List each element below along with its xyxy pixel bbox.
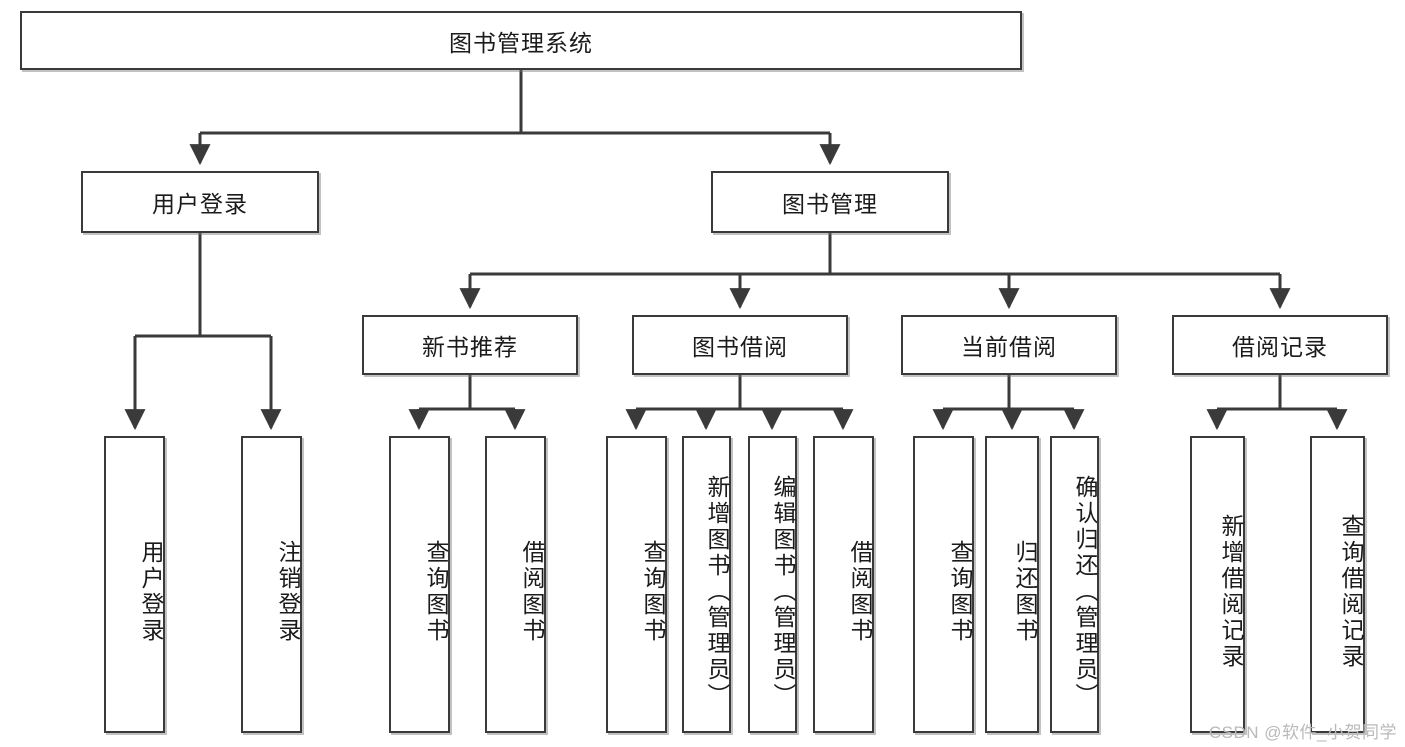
node-label: 新增图书（管理员） — [704, 474, 730, 709]
csdn-watermark: CSDN @软件_小贺同学 — [1208, 723, 1397, 742]
node-leaf-borrow-book-rec[interactable]: 借阅图书 — [485, 436, 546, 733]
node-book-manage[interactable]: 图书管理 — [711, 171, 949, 233]
node-label: 归还图书 — [1012, 539, 1038, 644]
node-label: 新增借阅记录 — [1218, 513, 1244, 670]
node-leaf-query-book-current[interactable]: 查询图书 — [913, 436, 974, 733]
node-leaf-query-book-rec[interactable]: 查询图书 — [389, 436, 450, 733]
node-label: 用户登录 — [152, 191, 248, 217]
node-new-book-rec[interactable]: 新书推荐 — [362, 315, 578, 375]
node-leaf-add-borrow-record[interactable]: 新增借阅记录 — [1190, 436, 1245, 733]
node-leaf-return-book[interactable]: 归还图书 — [985, 436, 1039, 733]
node-root-system[interactable]: 图书管理系统 — [20, 11, 1022, 70]
node-leaf-add-book-admin[interactable]: 新增图书（管理员） — [682, 436, 731, 733]
node-user-login[interactable]: 用户登录 — [81, 171, 319, 233]
node-label: 当前借阅 — [961, 334, 1057, 360]
node-leaf-query-borrow-record[interactable]: 查询借阅记录 — [1310, 436, 1365, 733]
node-label: 借阅记录 — [1232, 334, 1328, 360]
node-label: 查询借阅记录 — [1338, 513, 1364, 670]
node-leaf-query-book-borrow[interactable]: 查询图书 — [606, 436, 667, 733]
node-label: 图书借阅 — [692, 334, 788, 360]
node-label: 图书管理 — [782, 191, 878, 217]
node-borrow-record[interactable]: 借阅记录 — [1172, 315, 1388, 375]
node-leaf-confirm-return-admin[interactable]: 确认归还（管理员） — [1050, 436, 1099, 733]
node-label: 用户登录 — [138, 539, 164, 644]
node-label: 查询图书 — [640, 539, 666, 644]
node-label: 查询图书 — [947, 539, 973, 644]
node-book-borrow[interactable]: 图书借阅 — [632, 315, 848, 375]
node-leaf-borrow-book[interactable]: 借阅图书 — [813, 436, 874, 733]
node-label: 确认归还（管理员） — [1072, 474, 1098, 709]
node-label: 查询图书 — [423, 539, 449, 644]
node-label: 新书推荐 — [422, 334, 518, 360]
node-label: 图书管理系统 — [449, 29, 593, 56]
node-current-borrow[interactable]: 当前借阅 — [901, 315, 1117, 375]
node-label: 借阅图书 — [519, 539, 545, 644]
node-label: 注销登录 — [275, 539, 301, 644]
node-label: 编辑图书（管理员） — [770, 474, 796, 709]
node-label: 借阅图书 — [847, 539, 873, 644]
node-leaf-logout[interactable]: 注销登录 — [241, 436, 302, 733]
node-leaf-user-login[interactable]: 用户登录 — [104, 436, 165, 733]
node-leaf-edit-book-admin[interactable]: 编辑图书（管理员） — [748, 436, 797, 733]
